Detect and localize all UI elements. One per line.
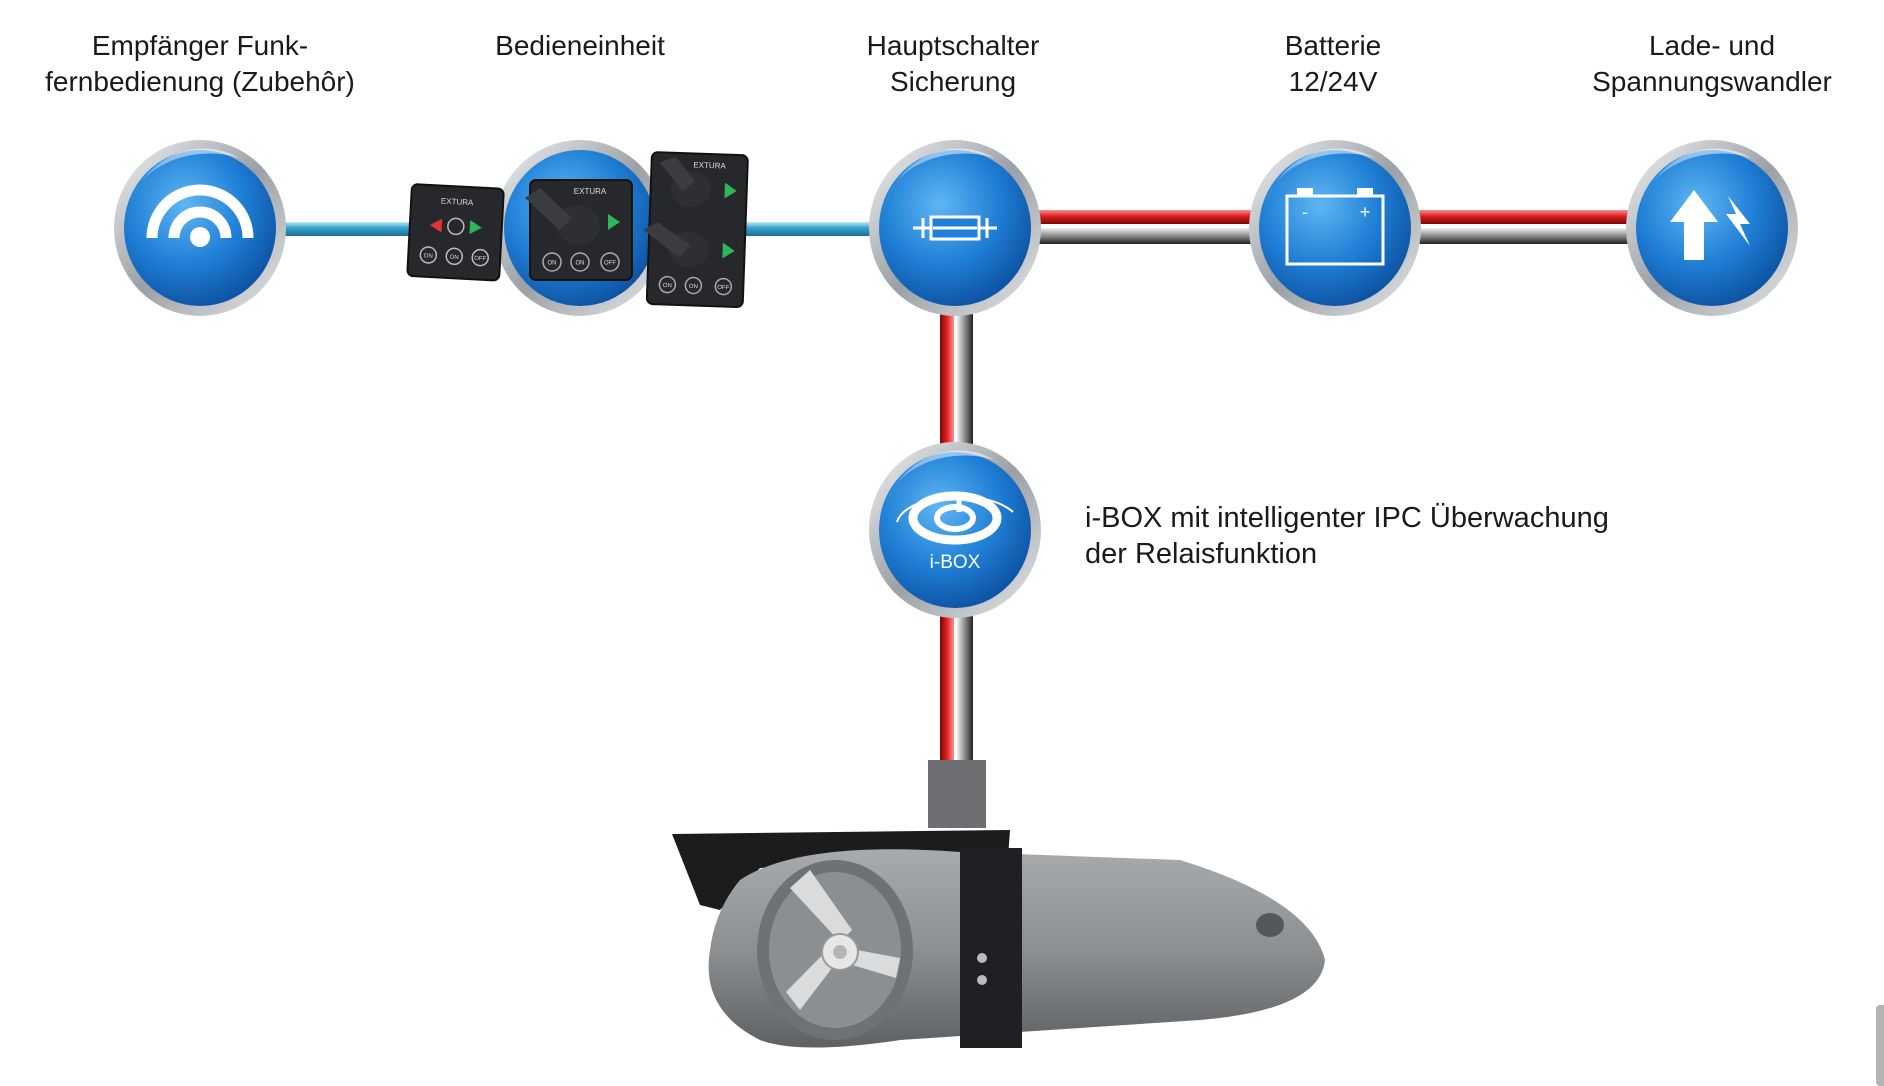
panel-button-on-left: ON bbox=[424, 253, 433, 259]
ibox-badge-text: i-BOX bbox=[930, 552, 981, 573]
control-panel-dual-joystick: EXTURA ON ON OFF bbox=[643, 151, 749, 309]
node-main-switch bbox=[869, 140, 1041, 316]
battery-negative-terminal: - bbox=[1302, 202, 1308, 222]
control-panel-buttons: EXTURA ON ON OFF bbox=[406, 183, 505, 282]
label-line: fernbedienung (Zubehôr) bbox=[45, 66, 355, 97]
fuse-icon bbox=[913, 215, 997, 241]
charge-converter-icon bbox=[1670, 190, 1750, 260]
label-control-unit: Bedieneinheit bbox=[495, 28, 665, 64]
node-charger bbox=[1626, 140, 1798, 316]
label-main-switch: Hauptschalter Sicherung bbox=[867, 28, 1040, 100]
battery-positive-terminal: + bbox=[1360, 202, 1371, 222]
control-panel-joystick: EXTURA ON ON OFF bbox=[525, 179, 633, 281]
panel-button-off: OFF bbox=[474, 256, 487, 263]
label-line: Hauptschalter bbox=[866, 30, 1040, 61]
label-line: Sicherung bbox=[889, 66, 1017, 97]
panel-button-on-right: ON bbox=[450, 255, 459, 261]
label-line: Lade- und bbox=[1648, 30, 1776, 61]
vertical-scrollbar[interactable] bbox=[1876, 1005, 1884, 1086]
node-ibox: i-BOX bbox=[869, 442, 1041, 618]
panel-button-on-right: ON bbox=[576, 261, 585, 267]
panel-brand: EXTURA bbox=[693, 160, 726, 170]
bow-thruster-icon bbox=[672, 760, 1325, 1048]
label-charger: Lade- und Spannungswandler bbox=[1592, 28, 1832, 100]
node-battery: - + bbox=[1249, 140, 1421, 316]
label-line: Batterie bbox=[1284, 30, 1382, 61]
panel-button-on-left: ON bbox=[663, 283, 672, 289]
node-receiver bbox=[114, 140, 286, 316]
label-battery: Batterie 12/24V bbox=[1285, 28, 1382, 100]
panel-button-off: OFF bbox=[717, 285, 730, 291]
ibox-logo-icon bbox=[896, 491, 1014, 545]
battery-icon: - + bbox=[1285, 188, 1385, 266]
label-line: 12/24V bbox=[1288, 66, 1378, 97]
panel-brand: EXTURA bbox=[441, 197, 475, 208]
node-control-unit: EXTURA ON ON OFF EXTURA ON ON OFF bbox=[406, 140, 749, 316]
description-line: der Relaisfunktion bbox=[1085, 538, 1318, 570]
panel-button-off: OFF bbox=[604, 261, 616, 267]
label-line: Empfänger Funk- bbox=[91, 30, 309, 61]
label-line: Spannungswandler bbox=[1592, 66, 1832, 97]
label-receiver: Empfänger Funk- fernbedienung (Zubehôr) bbox=[45, 28, 355, 100]
panel-brand: EXTURA bbox=[574, 187, 607, 196]
label-line: Bedieneinheit bbox=[495, 30, 665, 61]
panel-button-on-right: ON bbox=[689, 284, 698, 290]
panel-button-on-left: ON bbox=[548, 261, 557, 267]
ibox-description: i-BOX mit intelligenter IPC Überwachung … bbox=[1085, 500, 1609, 572]
description-line: i-BOX mit intelligenter IPC Überwachung bbox=[1085, 502, 1609, 534]
wireless-signal-icon bbox=[146, 184, 254, 239]
